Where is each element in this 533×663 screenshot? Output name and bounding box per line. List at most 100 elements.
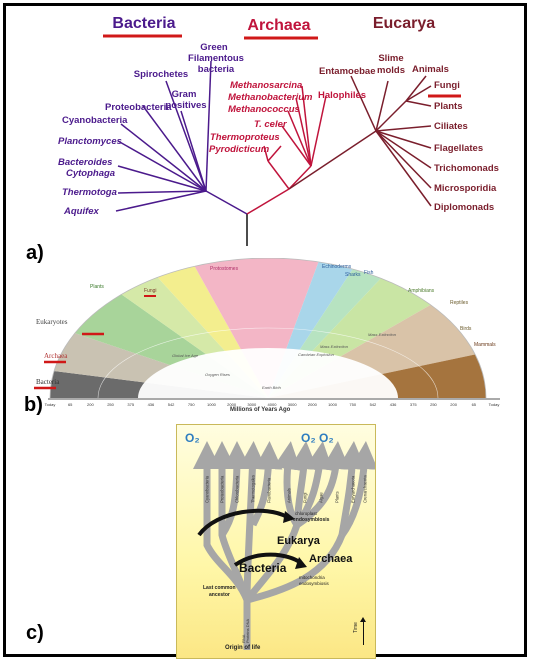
universal-phylogenetic-tree: Bacteria Archaea Eucarya [58,15,499,246]
axis-tick-label: 436 [390,402,397,407]
lineage-label: Plants [335,491,340,503]
taxon-fungi: Fungi [434,80,460,91]
group-amphibians: Amphibians [408,288,435,294]
lineage-label: Crenarchaeota [363,475,368,503]
axis-tick-label: 2000 [227,402,237,407]
taxon-entamoebae: Entamoebae [319,66,376,77]
group-fungi: Fungi [144,288,157,294]
lineage-label: Euryarchaeota [351,475,356,503]
group-plants: Plants [90,284,104,290]
mitochondria-endosymbiosis-arrow [233,552,303,567]
axis-tick-label: 1000 [328,402,338,407]
era-oxygen-rises: Oxygen Rises [205,372,230,377]
tree-fan [50,258,486,398]
axis-tick-label: Today [489,402,500,407]
label-time: Time [353,622,359,633]
label-bacteria: Bacteria [36,378,60,386]
bacteria-branches [115,60,248,215]
taxon-aquifex: Aquifex [63,206,100,217]
axis-tick-label: 2000 [308,402,318,407]
taxon-diplomonads: Diplomonads [434,202,494,213]
taxon-plants: Plants [434,101,463,112]
taxon-cyanobacteria: Cyanobacteria [62,115,128,126]
label-eukarya: Eukarya [277,535,320,547]
lineage-label: Proteobacteria [220,475,225,503]
taxon-pyrodicticum: Pyrodicticum [209,144,270,155]
axis-tick-label: Today [45,402,56,407]
taxon-green-filamentous: Green [200,42,228,53]
taxon-flagellates: Flagellates [434,143,483,154]
axis-tick-label: 3000 [288,402,298,407]
tree-of-life-origins-diagram: Cyanobacteria Proteobacteria Chlorobacteri… [176,424,379,659]
panel-label-a: a) [26,242,44,264]
taxon-animals: Animals [412,64,449,75]
taxon-proteobacteria: Proteobacteria [105,102,172,113]
axis-tick-label: 65 [472,402,477,407]
axis-tick-label: 436 [148,402,155,407]
panel-label-c: c) [26,622,44,644]
taxon-cytophaga: Cytophaga [66,168,115,179]
label-eukaryotes: Eukaryotes [36,318,68,326]
branch-network [193,441,379,650]
time-arrowhead [360,617,366,622]
label-dna: Proteins DNA [245,618,250,643]
taxon-thermotoga: Thermotoga [62,187,117,198]
taxon-methanococcus: Methanococcus [228,104,300,115]
era-cambrian: Cambrian Explosion [298,352,334,357]
domain-title-eucarya: Eucarya [373,15,435,32]
figure-frame: Bacteria Archaea Eucarya [3,3,527,659]
lineage-labels: Cyanobacteria Proteobacteria Chlorobacteri… [205,475,368,643]
label-bacteria-c: Bacteria [239,561,287,575]
label-archaea: Archaea [44,352,68,360]
label-endosymbiosis-2: endosymbiosis [299,581,329,586]
axis-tick-label: 3000 [247,402,257,407]
group-echinoderms: Echinoderms [322,264,352,270]
lineage-label: Cyanobacteria [205,475,210,503]
group-protostomes: Protostomes [210,266,239,272]
taxon-halophiles: Halophiles [318,90,366,101]
taxon-trichomonads: Trichomonads [434,163,499,174]
group-reptiles: Reptiles [450,300,469,306]
group-sharks: Sharks [345,272,361,278]
label-endosymbiosis: endosymbiosis [293,517,330,523]
chloroplast-endosymbiosis-arrow [197,508,289,537]
axis-tick-label: 542 [370,402,377,407]
taxon-gram: Gram [172,89,197,100]
lineage-label: Chlorobacteria [235,475,240,503]
axis-title: Millions of Years Ago [230,407,291,413]
label-rna: RNA [241,634,246,643]
era-mass-extinction-2: Mass Extinction [368,332,397,337]
axis-tick-label: 200 [87,402,94,407]
group-birds: Birds [460,326,472,332]
label-chloroplast: chloroplast [295,511,317,516]
label-lca-1: Last common [203,585,236,591]
axis-tick-label: 750 [349,402,356,407]
taxon-gram-positives: positives [165,100,206,111]
group-mammals: Mammals [474,342,496,348]
oxygen-left: O₂ [185,431,200,445]
era-mass-extinction-1: Mass Extinction [320,344,349,349]
axis-tick-label: 250 [107,402,114,407]
label-archaea-c: Archaea [309,553,353,565]
group-fish: Fish [364,270,374,276]
axis-tick-label: 750 [188,402,195,407]
axis-tick-label: 200 [450,402,457,407]
eucarya-branches [288,75,432,207]
label-origin: Origin of life [225,645,261,651]
axis-tick-label: 65 [68,402,73,407]
era-earth-birth: Earth Birth [262,385,281,390]
taxon-methanosarcina: Methanosarcina [230,80,302,91]
lineage-label: Fungi [303,492,308,503]
panel-label-b: b) [24,394,43,416]
lineage-label: Algae [319,492,324,503]
mitochondria-arrowhead [295,557,307,569]
chloroplast-arrowhead [283,511,295,523]
taxon-filamentous: Filamentous [188,53,244,64]
taxon-slime-molds: molds [377,65,405,76]
domain-title-bacteria: Bacteria [112,15,175,32]
taxon-bacteroides: Bacteroides [58,157,112,168]
oxygen-right-2: O₂ [319,431,334,445]
taxon-slime: Slime [378,53,403,64]
